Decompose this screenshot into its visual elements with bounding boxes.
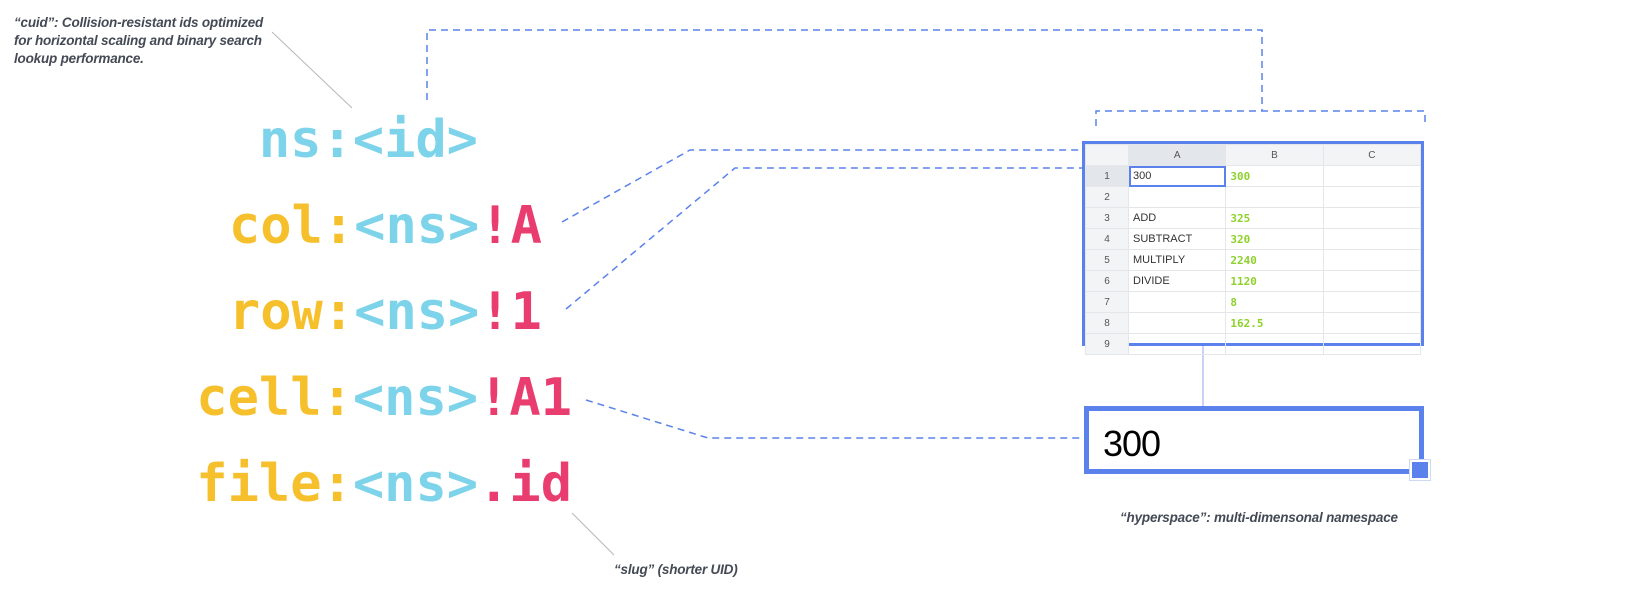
code-prefix: row:: [228, 282, 355, 342]
cell-b[interactable]: 320: [1225, 228, 1324, 250]
row-header[interactable]: 9: [1085, 333, 1129, 355]
cell-b[interactable]: 1120: [1225, 270, 1324, 292]
cell-c[interactable]: [1322, 165, 1422, 187]
sheet-row: 8 162.5: [1085, 312, 1422, 334]
code-namespace: <ns>: [354, 196, 480, 256]
slug-pointer: [571, 512, 615, 556]
cell-b[interactable]: 2240: [1225, 249, 1324, 271]
code-suffix: !A: [479, 196, 542, 256]
cuid-pointer: [271, 31, 353, 109]
cell-a[interactable]: ADD: [1127, 207, 1227, 229]
cell-b[interactable]: [1225, 333, 1324, 355]
cell-b[interactable]: 300: [1225, 165, 1324, 187]
fill-handle[interactable]: [1410, 460, 1430, 480]
column-header[interactable]: C: [1322, 144, 1422, 166]
ns-bracket: [426, 29, 1263, 111]
cell-a[interactable]: SUBTRACT: [1127, 228, 1227, 250]
cell-c[interactable]: [1322, 312, 1422, 334]
cuid-note: “cuid”: Collision-resistant ids optimize…: [14, 15, 264, 66]
cell-c[interactable]: [1322, 249, 1422, 271]
cell-a[interactable]: 300: [1127, 165, 1227, 187]
hyperspace-note: “hyperspace”: multi-dimensonal namespace: [1120, 510, 1398, 525]
code-suffix: .id: [478, 454, 572, 514]
row-header[interactable]: 3: [1085, 207, 1129, 229]
code-namespace: <ns>: [354, 282, 480, 342]
code-line-cell: cell:<ns>!A1: [0, 368, 572, 428]
cell-c[interactable]: [1322, 333, 1422, 355]
cell-b[interactable]: [1225, 186, 1324, 208]
cell-a[interactable]: [1127, 312, 1227, 334]
enlarged-cell[interactable]: 300: [1084, 406, 1424, 474]
cell-c[interactable]: [1322, 270, 1422, 292]
column-header[interactable]: B: [1225, 144, 1324, 166]
cell-a[interactable]: [1127, 186, 1227, 208]
col-connector: [561, 149, 1170, 223]
code-prefix: col:: [228, 196, 355, 256]
row-header[interactable]: 8: [1085, 312, 1129, 334]
cell-a[interactable]: MULTIPLY: [1127, 249, 1227, 271]
code-prefix: cell:: [196, 368, 353, 428]
cell-connector: [585, 399, 1082, 439]
cell-b[interactable]: 325: [1225, 207, 1324, 229]
cell-a[interactable]: DIVIDE: [1127, 270, 1227, 292]
columns-bracket: [1095, 110, 1426, 126]
row-header[interactable]: 2: [1085, 186, 1129, 208]
code-line-ns: ns:<id>: [0, 110, 478, 170]
code-line-row: row:<ns>!1: [0, 282, 542, 342]
corner-header[interactable]: [1085, 144, 1129, 166]
cell-a[interactable]: [1127, 291, 1227, 313]
row-header[interactable]: 6: [1085, 270, 1129, 292]
sheet-row: 2: [1085, 186, 1422, 208]
row-header[interactable]: 1: [1085, 165, 1129, 187]
row-header[interactable]: 4: [1085, 228, 1129, 250]
code-namespace: <ns>: [352, 454, 479, 514]
cell-a[interactable]: [1127, 333, 1227, 355]
code-line-file: file:<ns>.id: [0, 454, 572, 514]
cell-b[interactable]: 162.5: [1225, 312, 1324, 334]
enlarged-cell-value: 300: [1103, 423, 1161, 464]
code-suffix: !1: [479, 282, 542, 342]
row-header[interactable]: 5: [1085, 249, 1129, 271]
column-header[interactable]: A: [1127, 144, 1227, 166]
cell-c[interactable]: [1322, 186, 1422, 208]
sheet-row: 9: [1085, 333, 1422, 355]
code-prefix: ns:: [258, 110, 353, 170]
row-connector: [565, 167, 1125, 310]
code-prefix: file:: [196, 454, 353, 514]
cell-c[interactable]: [1322, 291, 1422, 313]
code-namespace: <id>: [352, 110, 478, 170]
cell-c[interactable]: [1322, 207, 1422, 229]
row-header[interactable]: 7: [1085, 291, 1129, 313]
code-line-col: col:<ns>!A: [0, 196, 542, 256]
slug-note: “slug” (shorter UID): [614, 562, 738, 577]
cell-b[interactable]: 8: [1225, 291, 1324, 313]
code-suffix: !A1: [478, 368, 572, 428]
code-namespace: <ns>: [352, 368, 479, 428]
cell-c[interactable]: [1322, 228, 1422, 250]
